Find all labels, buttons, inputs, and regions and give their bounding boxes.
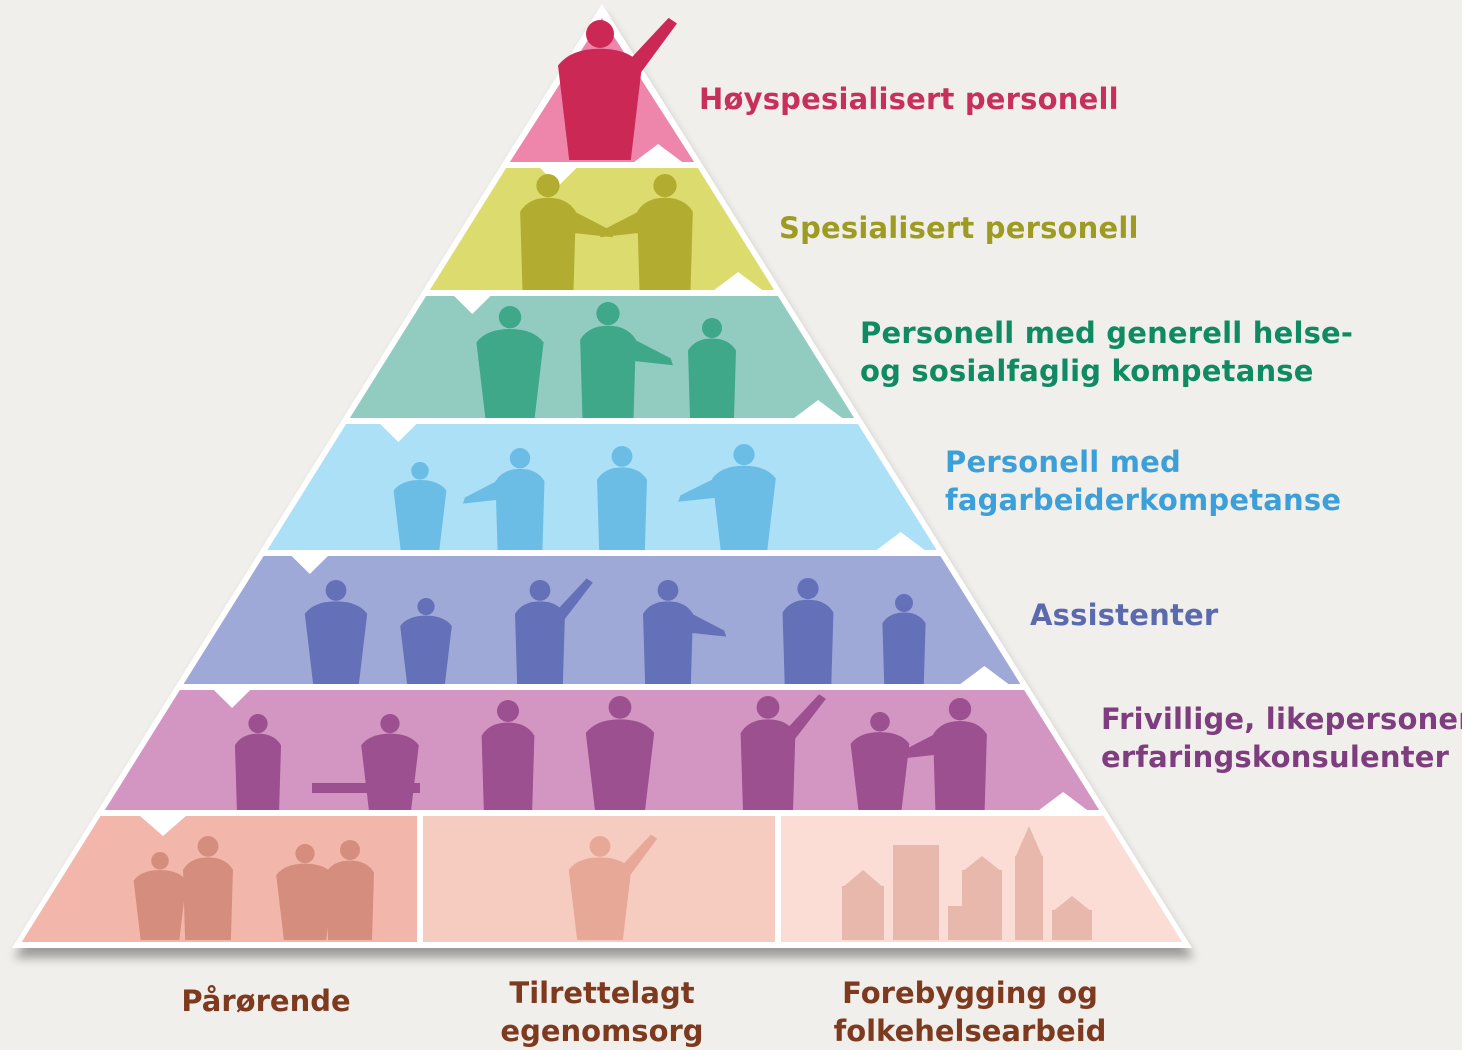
tier-label-line: og sosialfaglig kompetanse — [860, 354, 1314, 388]
table-shape — [312, 783, 420, 793]
tier-label-frivillige: Frivillige, likepersoner, erfaringskonsu… — [1101, 700, 1462, 776]
base-label-line: Tilrettelagt — [509, 976, 695, 1010]
tier-label-line: Høyspesialisert personell — [699, 82, 1119, 116]
tier-label-line: erfaringskonsulenter — [1101, 740, 1450, 774]
band-notch — [380, 424, 417, 442]
gesturing-people-figures — [393, 444, 776, 550]
tier-label-line: Assistenter — [1030, 598, 1219, 632]
tier-label-line: Spesialisert personell — [779, 211, 1139, 245]
band-notch — [213, 690, 251, 708]
tier-label-spesialisert: Spesialisert personell — [779, 209, 1139, 247]
volunteer-figures — [234, 694, 987, 810]
tier-label-fagarbeider: Personell med fagarbeiderkompetanse — [945, 443, 1341, 519]
band-notch — [454, 296, 491, 314]
band-notch — [714, 272, 763, 290]
raised-hand-person-figure — [558, 17, 677, 161]
tier-label-line: Frivillige, likepersoner, — [1101, 702, 1462, 736]
band-notch — [634, 144, 683, 162]
base-label-forebygging: Forebygging og folkehelsearbeid — [820, 974, 1120, 1050]
base-label-line: folkehelsearbeid — [833, 1014, 1107, 1048]
base-label-line: Forebygging og — [842, 976, 1098, 1010]
tier-label-line: fagarbeiderkompetanse — [945, 483, 1342, 517]
band-notch — [291, 556, 328, 574]
self-care-figure — [568, 834, 658, 940]
tier-label-line: Personell med — [945, 445, 1181, 479]
band-notch — [960, 666, 1009, 684]
caregiver-figures — [133, 836, 374, 940]
tier-label-assistenter: Assistenter — [1030, 596, 1218, 634]
base-label-line: Pårørende — [181, 984, 351, 1018]
tier-label-generell-kompetanse: Personell med generell helse- og sosialf… — [860, 314, 1353, 390]
band-notch — [876, 532, 925, 550]
standing-people-figures — [476, 302, 736, 418]
base-label-egenomsorg: Tilrettelagt egenomsorg — [462, 974, 742, 1050]
city-buildings-icon — [842, 826, 1092, 940]
band-notch — [1039, 792, 1088, 810]
conversation-figures — [520, 174, 693, 290]
base-label-parorende: Pårørende — [136, 982, 396, 1020]
band-notch — [540, 168, 577, 186]
band-notch — [794, 400, 843, 418]
tier-label-hoyspesialisert: Høyspesialisert personell — [699, 80, 1119, 118]
tier-label-line: Personell med generell helse- — [860, 316, 1354, 350]
band-notch — [140, 816, 186, 836]
base-label-line: egenomsorg — [500, 1014, 704, 1048]
assistant-figures — [304, 578, 926, 684]
